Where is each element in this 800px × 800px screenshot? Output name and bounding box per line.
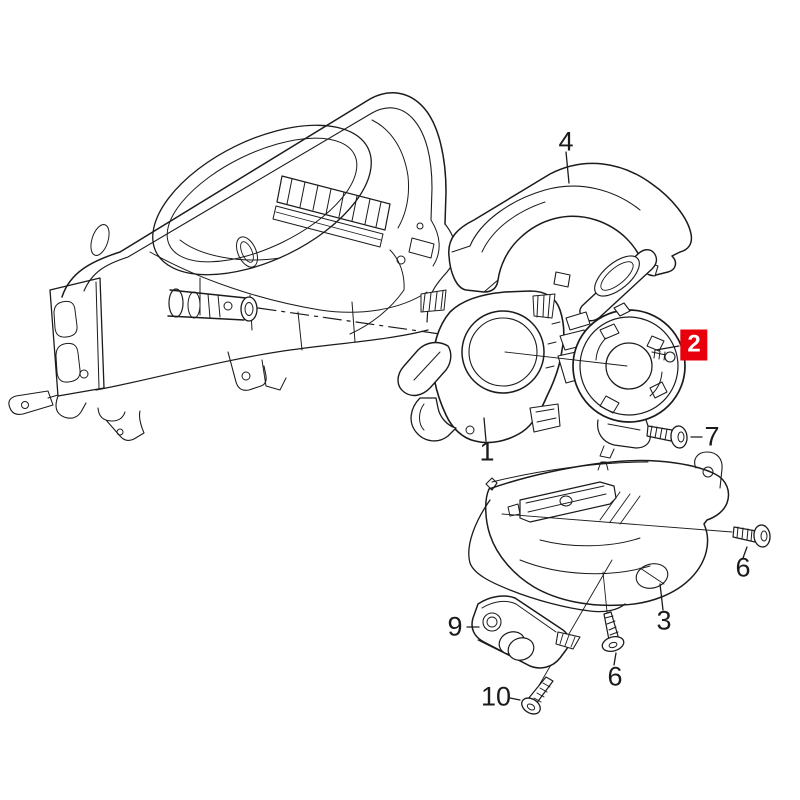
screw-10-illustration (521, 676, 554, 715)
screw-6-upper-illustration (732, 524, 771, 548)
callout-leader-lines (466, 151, 748, 701)
screw-6-lower-illustration (601, 611, 625, 653)
dashboard-frame-illustration (8, 92, 456, 442)
switch-unit-illustration (471, 595, 581, 669)
wiper-stalk-illustration (579, 249, 658, 322)
column-switch-module-illustration (397, 289, 565, 444)
clock-spring-illustration (504, 302, 686, 459)
cover-screw-axis-line (501, 513, 733, 533)
upper-column-cover-illustration (448, 162, 693, 293)
assembly-axis-line (257, 307, 469, 339)
screw-7-illustration (646, 425, 688, 449)
lower-column-cover-illustration (468, 451, 733, 707)
steering-column-shaft (167, 288, 258, 322)
